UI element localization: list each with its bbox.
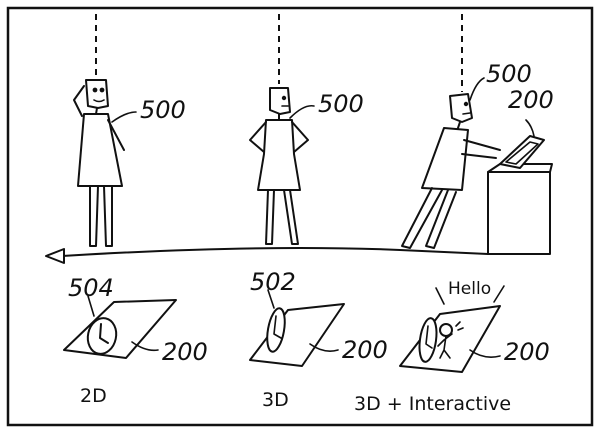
label-502: 502 — [250, 268, 296, 296]
timeline-arrow — [45, 247, 489, 264]
caption-3d-interactive: 3D + Interactive — [354, 393, 511, 415]
leader-left — [111, 111, 137, 123]
label-500-left: 500 — [140, 96, 186, 124]
screen-3d — [249, 289, 345, 367]
label-200-3d: 200 — [342, 336, 388, 364]
speech-hello: Hello — [448, 279, 491, 299]
caption-3d: 3D — [262, 389, 289, 411]
label-200-display: 200 — [508, 86, 554, 114]
person-left — [73, 79, 125, 247]
label-504: 504 — [68, 274, 114, 302]
person-middle — [249, 87, 309, 245]
label-200-2d: 200 — [162, 338, 208, 366]
leader-display — [525, 119, 535, 137]
label-500-right: 500 — [486, 60, 532, 88]
leader-right — [469, 77, 485, 101]
caption-2d: 2D — [80, 385, 107, 407]
person-right — [401, 93, 501, 249]
label-200-interactive: 200 — [504, 338, 550, 366]
label-500-middle: 500 — [318, 90, 364, 118]
screen-2d — [63, 295, 177, 359]
screen-interactive — [399, 285, 505, 373]
leader-middle — [289, 104, 315, 119]
kiosk-display — [487, 135, 553, 255]
